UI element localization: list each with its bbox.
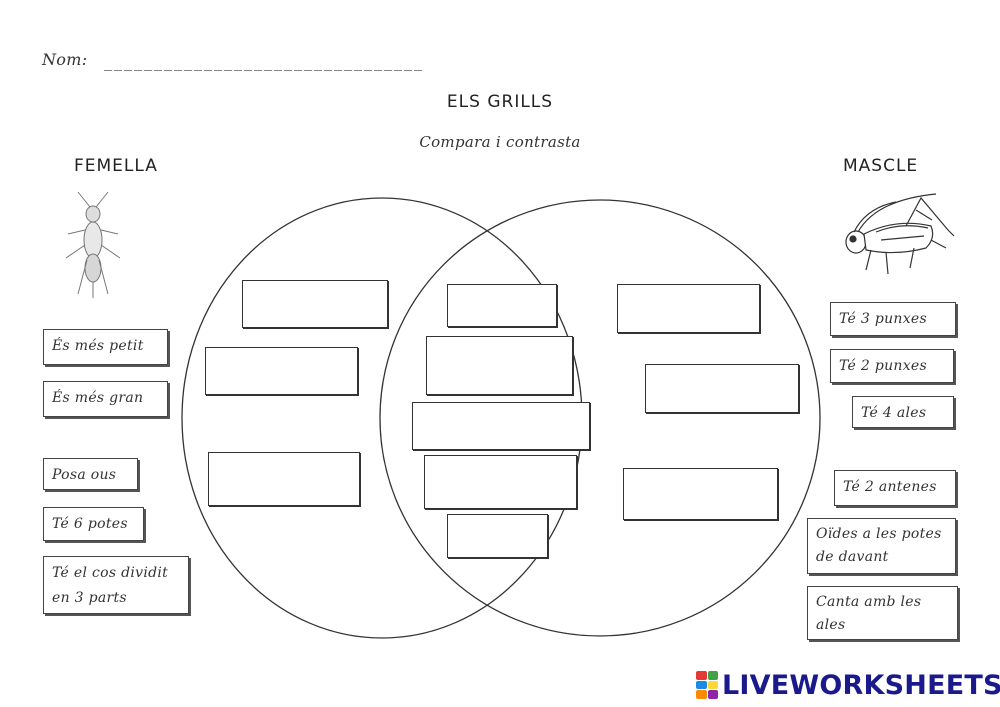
drop-zone-both-1[interactable]: [447, 284, 557, 327]
drop-zone-both-3[interactable]: [412, 402, 590, 450]
card-te-6-potes[interactable]: Té 6 potes: [43, 507, 144, 541]
drop-zone-female-3[interactable]: [208, 452, 360, 506]
card-te-4-ales[interactable]: Té 4 ales: [852, 396, 954, 428]
male-circle: [379, 199, 821, 637]
drop-zone-female-2[interactable]: [205, 347, 358, 395]
drop-zone-female-1[interactable]: [242, 280, 388, 328]
card-oides-a-les-potes[interactable]: Oïdes a les potes de davant: [807, 518, 956, 574]
drop-zone-both-5[interactable]: [447, 514, 548, 558]
page-subtitle: Compara i contrasta: [419, 133, 581, 151]
card-posa-ous[interactable]: Posa ous: [43, 458, 138, 490]
card-te-2-punxes[interactable]: Té 2 punxes: [830, 349, 954, 383]
name-line[interactable]: ________________________________: [104, 52, 424, 71]
drop-zone-male-1[interactable]: [617, 284, 760, 333]
card-canta-amb-les-ales[interactable]: Canta amb les ales: [807, 586, 958, 640]
page-title: ELS GRILLS: [446, 92, 554, 112]
male-heading: MASCLE: [843, 156, 919, 176]
female-heading: FEMELLA: [74, 156, 158, 176]
drop-zone-both-4[interactable]: [424, 455, 577, 509]
card-te-el-cos-dividit[interactable]: Té el cos dividit en 3 parts: [43, 556, 189, 614]
logo-text: LIVEWORKSHEETS: [722, 669, 1000, 701]
card-te-2-antenes[interactable]: Té 2 antenes: [834, 470, 956, 506]
logo-mark-icon: [696, 671, 718, 699]
drop-zone-both-2[interactable]: [426, 336, 573, 395]
name-label: Nom:: [42, 50, 88, 69]
drop-zone-male-2[interactable]: [645, 364, 799, 413]
male-cricket-icon: [845, 193, 955, 275]
card-es-mes-petit[interactable]: És més petit: [43, 329, 168, 365]
liveworksheets-logo: LIVEWORKSHEETS: [696, 668, 1000, 702]
drop-zone-male-3[interactable]: [623, 468, 778, 520]
female-cricket-icon: [65, 191, 121, 298]
card-es-mes-gran[interactable]: És més gran: [43, 381, 168, 417]
card-te-3-punxes[interactable]: Té 3 punxes: [830, 302, 956, 336]
